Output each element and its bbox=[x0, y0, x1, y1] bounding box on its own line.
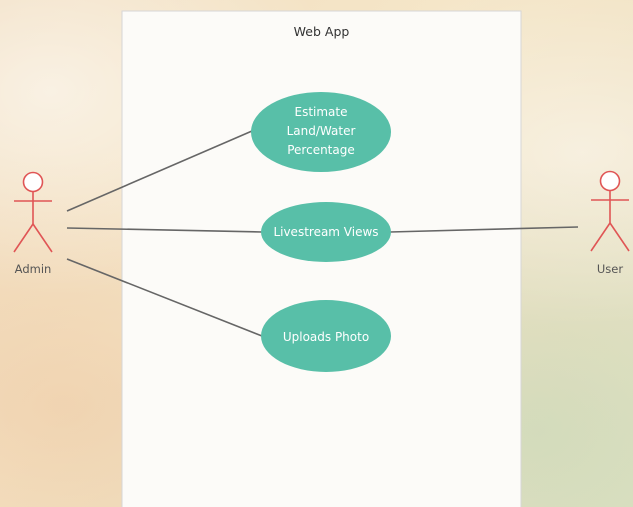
actor-label-user: User bbox=[597, 262, 623, 276]
stick-figure-icon bbox=[590, 170, 630, 252]
use-case-label: Livestream Views bbox=[273, 225, 378, 239]
system-title: Web App bbox=[294, 24, 350, 39]
use-case-label: Land/Water bbox=[287, 124, 356, 138]
use-case-ellipse bbox=[251, 92, 391, 172]
association-admin-estimate bbox=[66, 130, 253, 212]
association-admin-livestream bbox=[66, 227, 263, 233]
association-admin-uploads bbox=[66, 258, 263, 337]
use-case-estimate-land-water[interactable]: Estimate Land/Water Percentage bbox=[251, 92, 391, 172]
use-case-label: Uploads Photo bbox=[283, 330, 369, 344]
use-case-label: Percentage bbox=[287, 143, 355, 157]
use-case-ellipse bbox=[261, 300, 391, 372]
actor-label-admin: Admin bbox=[15, 262, 52, 276]
actor-user[interactable]: User bbox=[590, 170, 630, 277]
use-case-uploads-photo[interactable]: Uploads Photo bbox=[261, 300, 391, 372]
stick-figure-icon bbox=[13, 171, 53, 253]
use-case-livestream-views[interactable]: Livestream Views bbox=[261, 202, 391, 262]
use-case-ellipse bbox=[261, 202, 391, 262]
use-case-label: Estimate bbox=[294, 105, 347, 119]
association-user-livestream bbox=[389, 226, 579, 233]
actor-admin[interactable]: Admin bbox=[13, 171, 53, 277]
